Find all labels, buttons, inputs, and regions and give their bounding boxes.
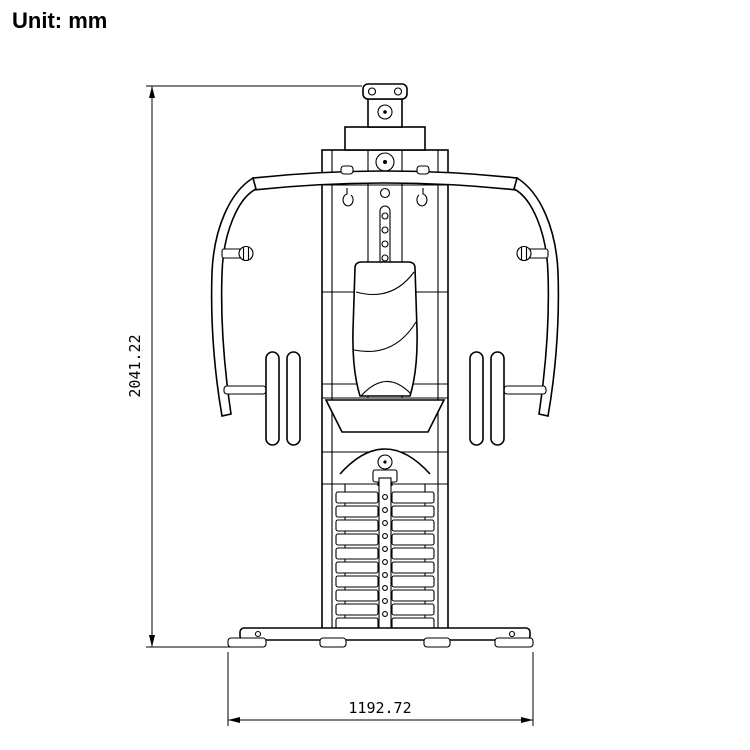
base-frame xyxy=(227,627,534,648)
seat-base xyxy=(324,399,446,486)
seat-back-pad xyxy=(352,261,418,397)
width-dimension-label: 1192.72 xyxy=(348,699,411,717)
adjustment-pin-column xyxy=(379,187,391,269)
weight-plates-left xyxy=(335,491,379,630)
height-dimension-label: 2041.22 xyxy=(126,334,144,397)
handle-grips-left xyxy=(223,351,301,446)
press-arm-left xyxy=(210,176,257,417)
width-dimension: 1192.72 xyxy=(227,652,534,726)
weight-stack xyxy=(335,454,435,631)
press-arm-right xyxy=(513,176,560,417)
weight-plates-right xyxy=(391,491,435,630)
height-dimension: 2041.22 xyxy=(126,85,362,648)
unit-label: Unit: mm xyxy=(12,8,108,33)
handle-grips-right xyxy=(469,351,547,446)
selector-pin-holes xyxy=(382,494,388,617)
press-arm-crossbar xyxy=(252,165,518,207)
top-pulley-assembly xyxy=(344,83,426,172)
